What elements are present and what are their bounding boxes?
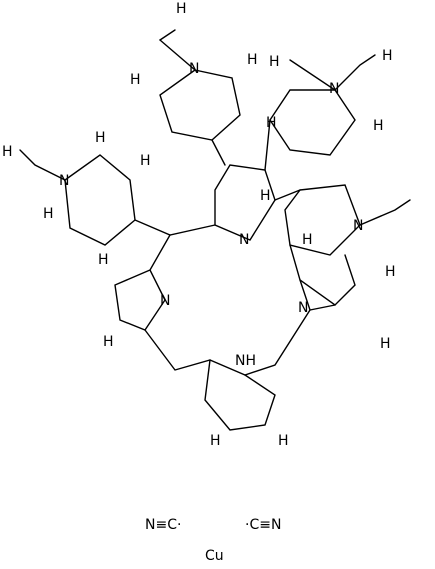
atom-label-n-pyrrole-right: N [298,300,308,316]
atom-label-h: H [140,153,151,169]
atom-label-h: H [95,130,106,146]
metal-label: Cu [205,548,224,564]
atom-labels: N N N N N N N NH H H H H H H H H H H H H… [2,1,396,449]
atom-label-nh-bottom: NH [235,353,256,369]
atom-label-n-methyl-top: N [189,61,199,77]
atom-label-h: H [380,336,391,352]
atom-label-n-pyrrole-left: N [160,293,170,309]
bond-skeleton [19,29,411,431]
atom-label-h: H [130,72,141,88]
atom-label-n-pyrrole-center: N [239,232,249,248]
counter-ions: N≡C· ·C≡N Cu [145,517,281,564]
atom-label-n-methyl-top-right: N [329,81,339,97]
atom-label-h: H [210,433,221,449]
atom-label-n-methyl-right: N [353,218,363,234]
cyanide-left: N≡C· [145,517,181,533]
atom-label-h: H [103,334,114,350]
atom-label-h: H [176,1,187,17]
atom-label-n-methyl-left: N [59,173,69,189]
atom-label-h: H [373,118,384,134]
atom-label-h: H [260,188,271,204]
atom-label-h: H [266,115,277,131]
atom-label-h: H [302,232,313,248]
atom-label-h: H [247,52,258,68]
atom-label-h: H [98,252,109,268]
atom-label-h: H [269,54,280,70]
atom-label-h: H [385,264,396,280]
atom-label-h: H [2,144,13,160]
atom-label-h: H [278,433,289,449]
cyanide-right: ·C≡N [245,517,281,533]
atom-label-h: H [382,48,393,64]
atom-label-h: H [43,206,54,222]
